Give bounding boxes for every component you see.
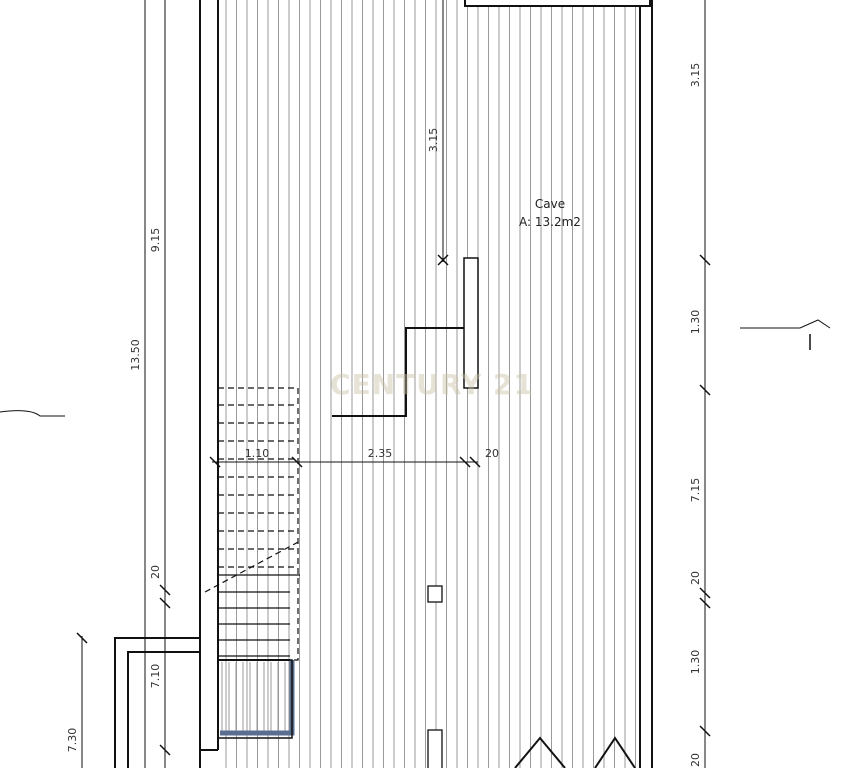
room-name: Cave <box>535 197 565 211</box>
partition-wall <box>332 257 479 417</box>
dim-left-lower: 7.10 <box>149 664 162 689</box>
dim-top-vertical: 3.15 <box>427 128 440 153</box>
dim-right-top: 3.15 <box>689 63 702 88</box>
watermark: CENTURY 21 <box>330 368 534 401</box>
room-area: A: 13.2m2 <box>519 215 581 229</box>
dim-small-gap: 20 <box>485 447 499 460</box>
dim-right-gap: 20 <box>689 571 702 585</box>
dim-right-end: 20 <box>689 753 702 767</box>
staircase <box>204 387 303 739</box>
stair-treads <box>218 404 298 657</box>
fixtures <box>427 585 636 768</box>
walls <box>114 0 653 768</box>
dim-right-bottom: 1.30 <box>689 650 702 675</box>
dimension-lines <box>0 0 831 768</box>
dim-right-lower: 7.15 <box>689 478 702 503</box>
dim-corridor: 2.35 <box>368 447 393 460</box>
dim-left-gap: 20 <box>149 565 162 579</box>
dim-stair-width: 1.10 <box>245 447 270 460</box>
dim-left-inner: 9.15 <box>149 228 162 253</box>
dimension-ticks <box>76 254 711 756</box>
dim-left-overall: 13.50 <box>129 339 142 371</box>
dim-right-mid: 1.30 <box>689 310 702 335</box>
dim-far-left: 7.30 <box>66 728 79 753</box>
